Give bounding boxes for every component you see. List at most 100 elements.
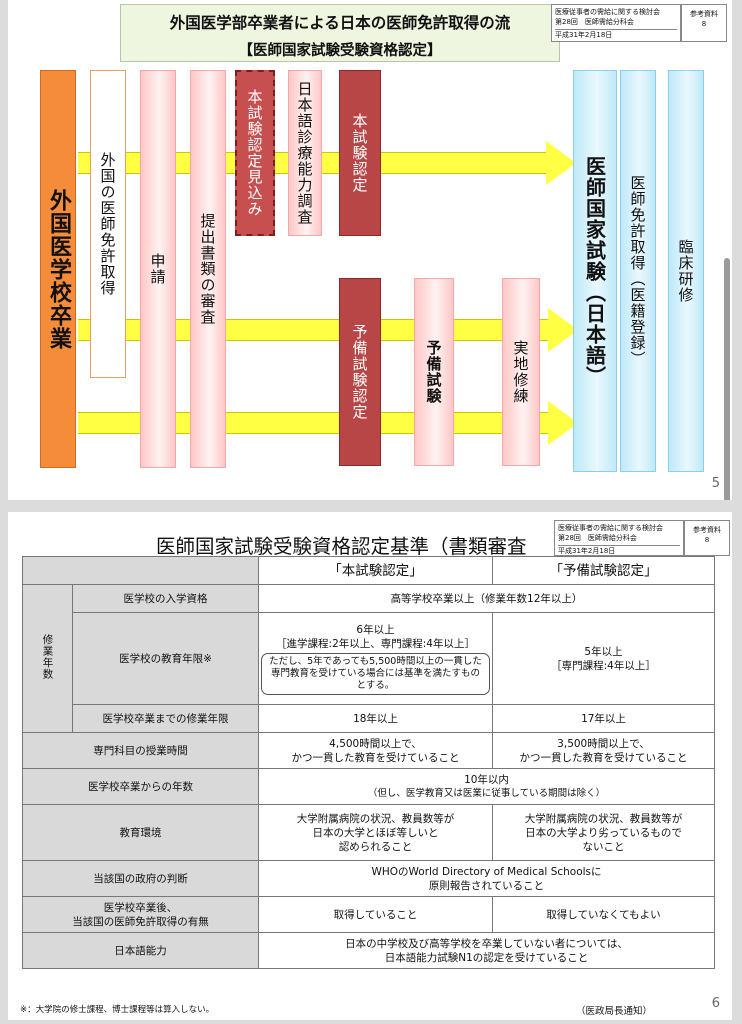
cell-main: 4,500時間以上で、かつ一貫した教育を受けていること	[258, 732, 493, 769]
cell-main: 6年以上 ［進学課程:2年以上、専門課程:4年以上］ ただし、5年であっても5,…	[258, 612, 493, 705]
apply-label: 申請	[148, 253, 167, 285]
review-label: 提出書類の審査	[198, 213, 217, 325]
graduation-label: 外国医学校卒業	[46, 188, 71, 350]
table-header-row: 「本試験認定」 「予備試験認定」	[22, 556, 715, 585]
row-label-line: 当該国の医師免許取得の有無	[72, 915, 209, 928]
row-label: 当該国の政府の判断	[22, 860, 259, 897]
box-review: 提出書類の審査	[190, 70, 226, 468]
cell-both: 日本の中学校及び高等学校を卒業していない者については、日本語能力試験N1の認定を…	[258, 932, 715, 969]
cell-line: ［進学課程:2年以上、専門課程:4年以上］	[276, 637, 475, 650]
cell-line: （但し、医学教育又は医業に従事している期間は除く）	[367, 787, 606, 799]
table-row: 医学校卒業後、当該国の医師免許取得の有無 取得していること 取得していなくてもよ…	[22, 896, 715, 933]
cell-line: 6年以上	[356, 623, 395, 636]
license-label: 外国の医師免許取得	[98, 152, 117, 296]
meeting-date: 平成31年2月18日	[558, 545, 680, 556]
cell-line: 大学附属病院の状況、教員数等が	[296, 812, 455, 825]
japanese-test-label: 日本語診療能力調査	[295, 81, 314, 225]
source-note: （医政局長通知）	[576, 1006, 653, 1017]
group-label-text: 修業年数	[41, 633, 54, 680]
cell-both: 10年以内（但し、医学教育又は医業に従事している期間は除く）	[258, 768, 715, 805]
registration-label: 医師免許取得（医籍登録）	[628, 175, 647, 367]
cell-line: ［専門課程:4年以上］	[551, 659, 656, 672]
row-label: 医学校の教育年限※	[72, 612, 259, 705]
box-practice: 実地修練	[502, 278, 540, 466]
reference-number: 8	[704, 536, 710, 544]
criteria-table: 「本試験認定」 「予備試験認定」 修業年数 医学校の入学資格 高等学校卒業以上（…	[22, 556, 715, 969]
row-label: 医学校卒業後、当該国の医師免許取得の有無	[22, 896, 259, 933]
reference-label: 参考資料 8	[681, 4, 727, 42]
cell-line: 日本の大学とほぼ等しいと	[312, 826, 439, 839]
header-pre-cert: 「予備試験認定」	[492, 556, 715, 585]
practice-label: 実地修練	[511, 340, 530, 404]
row-label: 教育環境	[22, 804, 259, 861]
national-exam-label: 医師国家試験（日本語）	[582, 155, 607, 387]
cell-line: かつ一貫した教育を受けていること	[291, 751, 460, 764]
cell-line: 日本語能力試験N1の認定を受けていること	[384, 951, 589, 964]
box-residency: 臨床研修	[668, 70, 704, 472]
reference-text: 参考資料	[693, 526, 721, 534]
box-prospect: 本試験認定見込み	[235, 70, 275, 236]
cell-pre: 取得していなくてもよい	[492, 896, 715, 933]
page-number: 5	[711, 476, 720, 491]
page-number: 6	[711, 996, 720, 1011]
cell-main: 大学附属病院の状況、教員数等が日本の大学とほぼ等しいと認められること	[258, 804, 493, 861]
pre-cert-label: 予備試験認定	[350, 324, 369, 420]
cell-main: 18年以上	[258, 704, 493, 733]
meeting-session: 第28回 医師需給分科会	[555, 18, 634, 26]
cell-line: 日本の中学校及び高等学校を卒業していない者については、	[345, 937, 628, 950]
row-label: 医学校卒業からの年数	[22, 768, 259, 805]
scrollbar-thumb[interactable]	[724, 258, 730, 500]
reference-text: 参考資料	[690, 10, 718, 18]
table-row: 専門科目の授業時間 4,500時間以上で、かつ一貫した教育を受けていること 3,…	[22, 732, 715, 769]
table-row: 医学校卒業までの修業年限 18年以上 17年以上	[23, 704, 715, 733]
cell-line: かつ一貫した教育を受けていること	[519, 751, 688, 764]
residency-label: 臨床研修	[676, 239, 695, 303]
cell-pre: 大学附属病院の状況、教員数等が日本の大学より劣っているものでないこと	[492, 804, 715, 861]
prospect-label: 本試験認定見込み	[245, 89, 264, 217]
cell-line: ないこと	[582, 840, 625, 853]
meeting-name: 医療従事者の需給に関する検討会	[555, 8, 660, 16]
cell-main: 取得していること	[258, 896, 493, 933]
box-registration: 医師免許取得（医籍登録）	[620, 70, 656, 472]
header-blank	[22, 556, 259, 585]
meeting-name: 医療従事者の需給に関する検討会	[558, 524, 663, 532]
slide-title-box: 外国医学部卒業者による日本の医師免許取得の流 【医師国家試験受験資格認定】	[120, 4, 560, 62]
table-row: 修業年数 医学校の入学資格 高等学校卒業以上（修業年数12年以上）	[22, 584, 715, 733]
row-label: 日本語能力	[22, 932, 259, 969]
cell-pre: 3,500時間以上で、かつ一貫した教育を受けていること	[492, 732, 715, 769]
meeting-info: 医療従事者の需給に関する検討会 第28回 医師需給分科会 平成31年2月18日	[554, 520, 684, 556]
box-license: 外国の医師免許取得	[90, 70, 126, 378]
footnote: ※：大学院の修士課程、博士課程等は算入しない。	[20, 1005, 215, 1015]
slide-5: 外国医学部卒業者による日本の医師免許取得の流 【医師国家試験受験資格認定】 医療…	[8, 0, 732, 500]
meeting-date: 平成31年2月18日	[555, 29, 677, 40]
cell-line: 認められること	[338, 840, 413, 853]
cell-line: WHOのWorld Directory of Medical Schoolsに	[371, 865, 602, 878]
meeting-session: 第28回 医師需給分科会	[558, 534, 637, 542]
cell-line: 原則報告されていること	[428, 879, 545, 892]
group-label-years: 修業年数	[22, 584, 73, 733]
cell-pre: 17年以上	[492, 704, 715, 733]
cell-line: 10年以内	[464, 773, 509, 786]
cell-both: 高等学校卒業以上（修業年数12年以上）	[258, 584, 715, 613]
slide-6: 医師国家試験受験資格認定基準（書類審査 医療従事者の需給に関する検討会 第28回…	[8, 512, 732, 1020]
table-row: 医学校の教育年限※ 6年以上 ［進学課程:2年以上、専門課程:4年以上］ ただし…	[23, 612, 715, 705]
box-main-cert: 本試験認定	[339, 70, 381, 236]
header-main-cert: 「本試験認定」	[258, 556, 493, 585]
slide-title: 外国医学部卒業者による日本の医師免許取得の流	[169, 14, 511, 32]
slide-subtitle: 【医師国家試験受験資格認定】	[238, 43, 442, 59]
row-label: 専門科目の授業時間	[22, 732, 259, 769]
cell-both: WHOのWorld Directory of Medical Schoolsに原…	[258, 860, 715, 897]
row-label: 医学校卒業までの修業年限	[72, 704, 259, 733]
box-japanese-test: 日本語診療能力調査	[288, 70, 322, 236]
box-apply: 申請	[140, 70, 176, 468]
reference-number: 8	[701, 20, 707, 28]
cell-line: 4,500時間以上で、	[329, 737, 422, 750]
box-pre-cert: 予備試験認定	[339, 278, 381, 466]
pre-exam-label: 予備試験	[424, 340, 443, 404]
slide-title: 医師国家試験受験資格認定基準（書類審査	[156, 535, 527, 558]
box-pre-exam: 予備試験	[414, 278, 454, 466]
table-row: 医学校卒業からの年数 10年以内（但し、医学教育又は医業に従事している期間は除く…	[22, 768, 715, 805]
reference-label: 参考資料 8	[684, 520, 730, 556]
table-row: 教育環境 大学附属病院の状況、教員数等が日本の大学とほぼ等しいと認められること …	[22, 804, 715, 861]
main-cert-label: 本試験認定	[350, 113, 369, 193]
